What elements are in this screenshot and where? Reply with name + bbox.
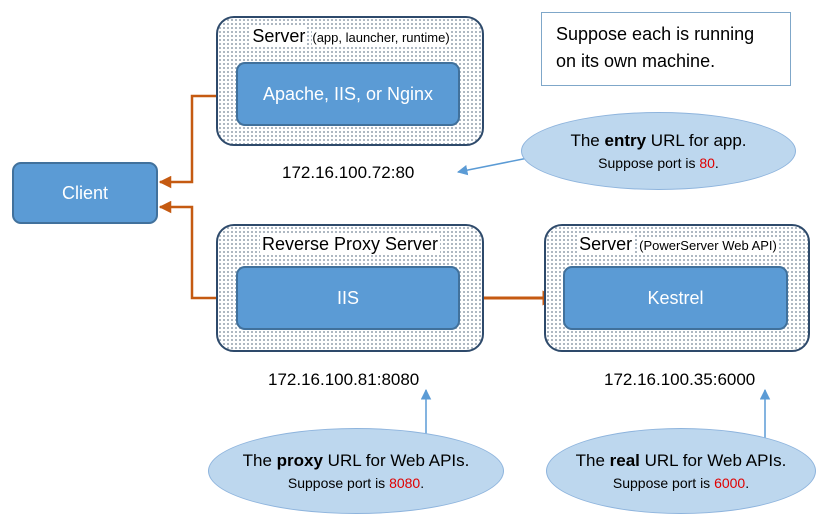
- client-to-proxy-connector: [158, 200, 232, 305]
- proxy-url-bubble: The proxy URL for Web APIs. Suppose port…: [208, 428, 504, 514]
- entry-url-bubble: The entry URL for app. Suppose port is 8…: [521, 112, 796, 190]
- web-server-inner-box: Apache, IIS, or Nginx: [236, 62, 460, 126]
- entry-bubble-pointer: [456, 157, 529, 176]
- proxy-inner-box: IIS: [236, 266, 460, 330]
- web-server-inner-label: Apache, IIS, or Nginx: [262, 83, 434, 104]
- real-port: 6000: [714, 475, 746, 491]
- kestrel-inner-box: Kestrel: [563, 266, 788, 330]
- web-server-title: Server (app, launcher, runtime): [250, 26, 450, 46]
- api-server-address: 172.16.100.35:6000: [604, 370, 756, 389]
- real-url-bubble: The real URL for Web APIs. Suppose port …: [546, 428, 816, 514]
- kestrel-inner-label: Kestrel: [647, 287, 704, 308]
- api-server-title: Server (PowerServer Web API): [577, 234, 777, 254]
- proxy-server-title: Reverse Proxy Server: [259, 234, 441, 254]
- web-server-address: 172.16.100.72:80: [282, 163, 415, 182]
- proxy-server-address: 172.16.100.81:8080: [268, 370, 420, 389]
- assumption-note: Suppose each is running on its own machi…: [541, 12, 791, 86]
- real-keyword: real: [609, 451, 640, 470]
- client-label: Client: [61, 182, 109, 203]
- client-box: Client: [12, 162, 158, 224]
- client-to-web-server-connector: [158, 89, 232, 189]
- entry-port: 80: [699, 155, 715, 171]
- note-line-2: on its own machine.: [556, 51, 716, 71]
- proxy-inner-label: IIS: [336, 287, 359, 308]
- proxy-port: 8080: [389, 475, 421, 491]
- entry-keyword: entry: [604, 131, 647, 150]
- note-line-1: Suppose each is running: [556, 24, 755, 44]
- proxy-keyword: proxy: [276, 451, 323, 470]
